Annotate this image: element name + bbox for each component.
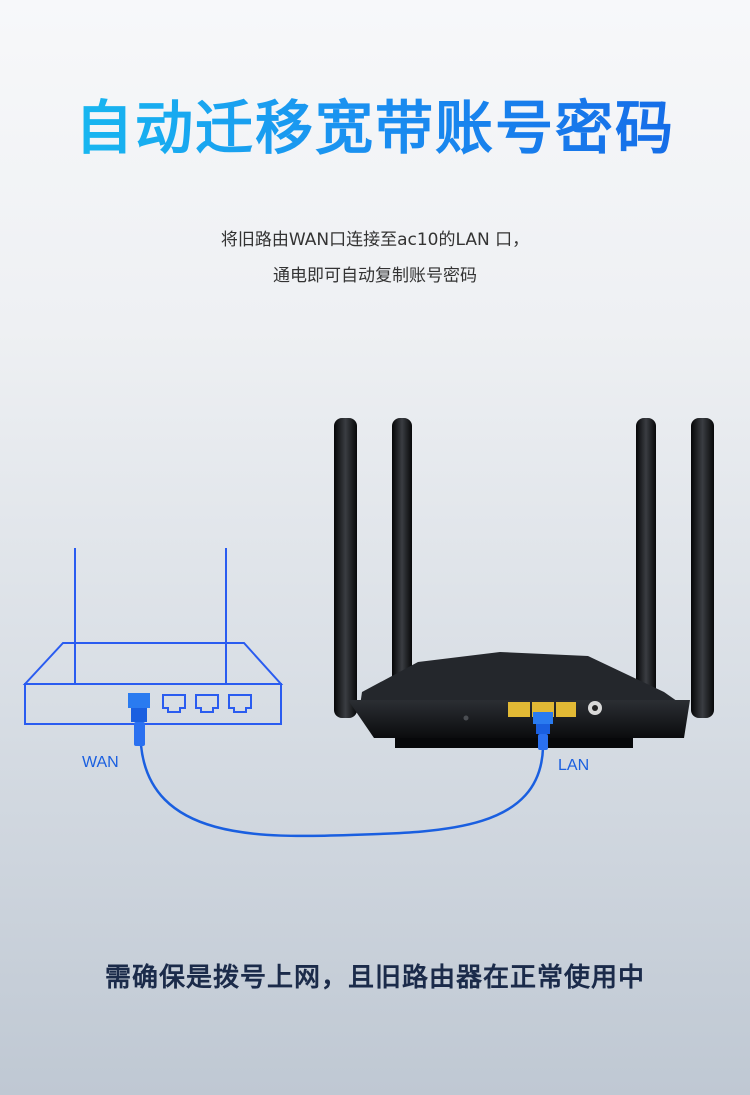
antenna-1 [334, 418, 357, 718]
old-router-outline [22, 548, 284, 725]
page-title: 自动迁移宽带账号密码 [0, 88, 750, 168]
antenna-2 [392, 418, 412, 718]
lan-plug-icon [533, 712, 553, 750]
antenna-3 [636, 418, 656, 728]
lan-label: LAN [558, 757, 590, 774]
subtitle-line-1: 将旧路由WAN口连接至ac10的LAN 口， [220, 230, 530, 250]
antenna-4 [691, 418, 714, 718]
old-router-lan-port-icons [162, 694, 252, 713]
old-router-front [24, 683, 282, 725]
wps-button-icon [463, 715, 469, 721]
notice-text: 需确保是拨号上网，且旧路由器在正常使用中 [104, 963, 645, 993]
wan-plug-icon [128, 693, 150, 746]
router-body [348, 700, 690, 738]
ethernet-cable [139, 744, 545, 838]
subtitle-line-2: 通电即可自动复制账号密码 [273, 266, 477, 286]
old-router-top [22, 642, 284, 685]
wan-label: WAN [82, 754, 119, 771]
ac10-router [334, 418, 714, 748]
